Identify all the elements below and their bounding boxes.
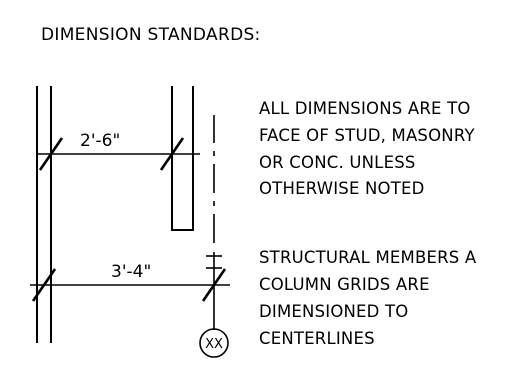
note1-line1: ALL DIMENSIONS ARE TO <box>259 99 471 118</box>
upper-dimension-tick-right <box>159 137 185 171</box>
note-dimensions-to-face: ALL DIMENSIONS ARE TO FACE OF STUD, MASO… <box>259 99 475 198</box>
lower-dimension-tick-left <box>31 268 57 302</box>
column-grid-bubble <box>199 328 229 358</box>
lower-dimension-tick-right <box>201 268 227 302</box>
note-structural-centerlines: STRUCTURAL MEMBERS A COLUMN GRIDS ARE DI… <box>259 248 477 348</box>
column-grid-bubble-label: XX <box>205 337 223 352</box>
note2-line2: COLUMN GRIDS ARE <box>259 275 430 294</box>
note1-line3: OR CONC. UNLESS <box>259 153 416 172</box>
stud-wall-outline <box>171 86 194 231</box>
note2-line4: CENTERLINES <box>259 329 375 348</box>
note2-line3: DIMENSIONED TO <box>259 302 409 321</box>
note1-line2: FACE OF STUD, MASONRY <box>259 126 475 145</box>
lower-dimension-label: 3'-4" <box>111 262 151 282</box>
upper-dimension-label: 2'-6" <box>80 131 120 151</box>
diagram-title: DIMENSION STANDARDS: <box>41 25 261 45</box>
note1-line4: OTHERWISE NOTED <box>259 179 425 198</box>
upper-dimension-tick-left <box>38 137 64 171</box>
note2-line1: STRUCTURAL MEMBERS A <box>259 248 477 267</box>
